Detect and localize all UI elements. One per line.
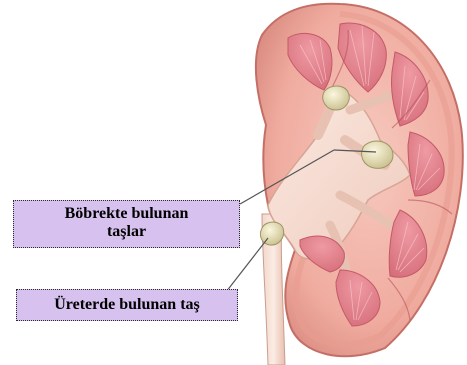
kidney-stone-icon <box>362 141 393 168</box>
kidney-stones-label: Böbrekte bulunan taşlar <box>13 200 240 248</box>
kidney-stone-icon <box>323 86 350 110</box>
kidney-stones-label-line1: Böbrekte bulunan <box>14 205 239 223</box>
ureter-stone-label: Üreterde bulunan taş <box>16 289 238 321</box>
kidney-stone-icon <box>260 222 283 245</box>
kidney-stones-label-line2: taşlar <box>14 223 239 241</box>
ureter-stone-label-text: Üreterde bulunan taş <box>17 296 237 314</box>
